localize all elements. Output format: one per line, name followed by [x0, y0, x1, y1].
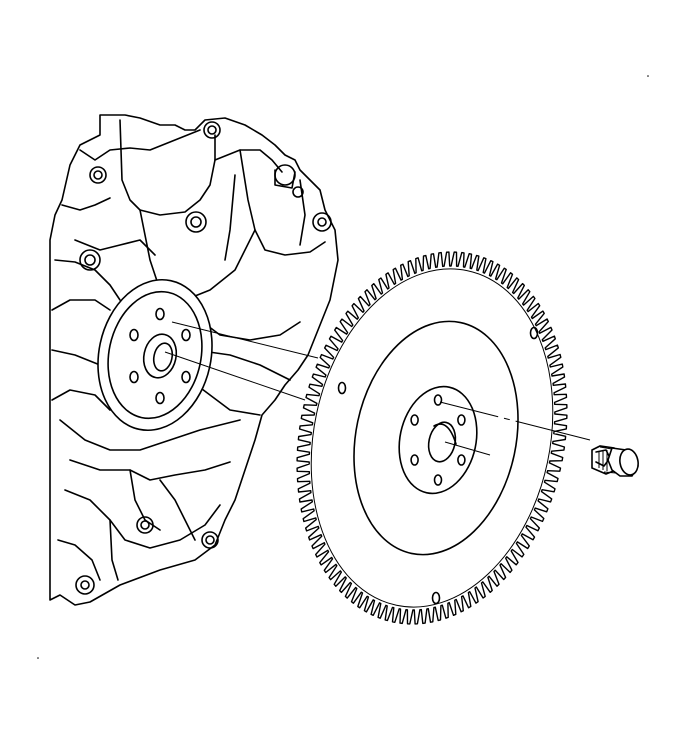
- crankshaft-bolt-hole: [129, 370, 139, 384]
- flywheel-bolt-hole: [410, 414, 419, 426]
- flywheel-ring-gear-icon: [296, 251, 568, 625]
- flywheel-bolt-hole: [457, 414, 466, 426]
- flywheel-hub: [398, 385, 478, 495]
- flywheel-bolt-hole: [433, 474, 443, 486]
- flywheel-center-bore-depth: [433, 423, 457, 445]
- flywheel-rim-hole: [529, 326, 539, 340]
- crankshaft-flange-icon: [97, 278, 213, 432]
- flywheel-rim-hole: [431, 591, 441, 605]
- flywheel-bolt-hole: [433, 394, 443, 406]
- alignment-lines: [164, 321, 591, 456]
- crankshaft-bolt-hole: [129, 328, 139, 342]
- crankshaft-bolt-hole: [181, 328, 191, 342]
- ring-gear-teeth: [296, 251, 568, 625]
- crankshaft-bolt-hole: [155, 391, 165, 405]
- speck: [647, 75, 649, 77]
- crankshaft-bolt-hole: [155, 307, 165, 321]
- speck: [37, 657, 39, 659]
- flywheel-bolt-hole: [410, 454, 419, 466]
- flywheel-rim-hole: [337, 381, 347, 395]
- flywheel-plate-step: [353, 320, 519, 556]
- bolt-icon: [591, 445, 639, 477]
- crankshaft-bolt-hole: [181, 370, 191, 384]
- flywheel-bolt-hole: [457, 454, 466, 466]
- ring-gear-root-circle: [310, 268, 554, 608]
